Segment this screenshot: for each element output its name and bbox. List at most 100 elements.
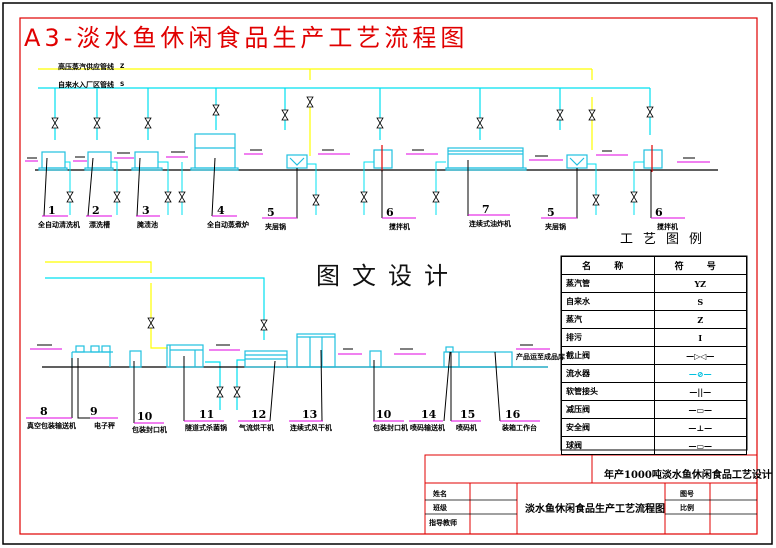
equipment-name: 连续式风干机 xyxy=(290,424,332,432)
equipment-name: 气流烘干机 xyxy=(239,424,274,432)
equipment-name: 夹层锅 xyxy=(265,223,286,231)
equipment-name: 包装封口机 xyxy=(132,426,167,434)
equipment-number: 11 xyxy=(199,408,215,421)
ball-valve-symbol-icon: —▭— xyxy=(653,436,747,455)
equipment-name: 漂洗槽 xyxy=(89,221,110,229)
equipment-number: 6 xyxy=(655,206,663,219)
legend-name: 软管接头 xyxy=(561,382,655,401)
equipment-number: 3 xyxy=(142,204,150,217)
legend-row: 安全阀—⊥— xyxy=(561,418,747,437)
product-destination-label: 产品运至成品库 xyxy=(516,353,565,361)
legend-name: 蒸汽管 xyxy=(561,274,655,293)
legend-name: 安全阀 xyxy=(561,418,655,437)
legend-name: 排污 xyxy=(561,328,655,347)
label-underlines-row2 xyxy=(26,348,550,424)
equipment-number: 2 xyxy=(92,204,100,217)
pipe-legend-water-label: 自来水入厂区管线 xyxy=(58,81,114,89)
legend-symbol: I xyxy=(653,328,747,347)
equipment-number: 10 xyxy=(137,410,153,423)
legend-header-symbol: 符 号 xyxy=(653,256,747,275)
pipe-legend-water-code: S xyxy=(120,81,125,88)
title-block-label-advisor: 指导教师 xyxy=(429,519,457,527)
valve-icons-row1 xyxy=(51,96,654,206)
equipment-name: 隧道式杀菌锅 xyxy=(185,424,227,432)
legend-header-name: 名 称 xyxy=(561,256,655,275)
legend-row: 减压阀—▭— xyxy=(561,400,747,419)
equipment-number: 6 xyxy=(386,206,394,219)
legend-name: 球阀 xyxy=(561,436,655,455)
equipment-name: 全自动清洗机 xyxy=(38,221,80,229)
legend-name: 蒸汽 xyxy=(561,310,655,329)
legend-name: 减压阀 xyxy=(561,400,655,419)
equipment-number: 9 xyxy=(90,405,98,418)
title-block-inner xyxy=(425,499,757,515)
drawing-name: 淡水鱼休闲食品生产工艺流程图 xyxy=(525,504,665,515)
legend-row: 流水器—⊘— xyxy=(561,364,747,383)
pipe-legend-steam-label: 高压蒸汽供应管线 xyxy=(58,63,114,71)
equipment-number: 4 xyxy=(217,204,225,217)
equipment-name: 全自动蒸煮炉 xyxy=(207,221,249,229)
spec-lines-row2 xyxy=(37,344,533,350)
legend-symbol: YZ xyxy=(653,274,747,293)
equipment-row2 xyxy=(71,333,513,368)
pressure-reducing-valve-symbol-icon: —▭— xyxy=(653,400,747,419)
equipment-number: 1 xyxy=(48,204,56,217)
equipment-name: 搅拌机 xyxy=(389,223,410,231)
title-block-label-scale: 比例 xyxy=(680,504,694,512)
title-block-label-drawing-no: 图号 xyxy=(680,490,694,498)
legend-name: 自来水 xyxy=(561,292,655,311)
drawing-title: A3-淡水鱼休闲食品生产工艺流程图 xyxy=(24,24,469,52)
legend-name: 流水器 xyxy=(561,364,655,383)
equipment-name: 真空包装输送机 xyxy=(27,422,76,430)
equipment-name: 包装封口机 xyxy=(373,424,408,432)
steam-pipe-row2 xyxy=(45,261,168,349)
equipment-number: 14 xyxy=(421,408,437,421)
equipment-number: 7 xyxy=(482,203,490,216)
equipment-row1 xyxy=(38,133,663,171)
equipment-number: 15 xyxy=(460,408,476,421)
pipe-legend-steam-code: Z xyxy=(120,63,125,70)
drawing-border xyxy=(19,17,758,535)
equipment-number: 13 xyxy=(302,408,318,421)
equipment-number: 12 xyxy=(251,408,267,421)
legend-header-row: 名 称 符 号 xyxy=(561,256,747,275)
title-block-label-name: 姓名 xyxy=(433,490,447,498)
equipment-number: 5 xyxy=(267,206,275,219)
equipment-name: 装箱工作台 xyxy=(502,424,537,432)
title-block-label-class: 班级 xyxy=(433,504,447,512)
legend-title: 工艺图例 xyxy=(620,232,713,247)
equipment-name: 连续式油炸机 xyxy=(469,220,511,228)
equipment-number: 8 xyxy=(40,405,48,418)
project-title: 年产1000吨淡水鱼休闲食品工艺设计 xyxy=(604,470,772,481)
legend-row: 截止阀—▷◁— xyxy=(561,346,747,365)
legend-symbol: S xyxy=(653,292,747,311)
legend-row: 球阀—▭— xyxy=(561,436,747,455)
flow-meter-symbol-icon: —⊘— xyxy=(653,364,747,383)
equipment-name: 腌渍池 xyxy=(137,221,158,229)
globe-valve-symbol-icon: —▷◁— xyxy=(653,346,747,365)
safety-valve-symbol-icon: —⊥— xyxy=(653,418,747,437)
equipment-name: 搅拌机 xyxy=(657,223,678,231)
legend-row: 软管接头—||— xyxy=(561,382,747,401)
equipment-number: 16 xyxy=(505,408,521,421)
equipment-number: 10 xyxy=(376,408,392,421)
label-underlines-row1 xyxy=(25,153,710,219)
water-header-pipe xyxy=(38,87,651,140)
equipment-name: 喷码输送机 xyxy=(410,424,445,432)
hose-joint-symbol-icon: —||— xyxy=(653,382,747,401)
spec-lines-row1 xyxy=(27,149,695,159)
equipment-name: 喷码机 xyxy=(456,424,477,432)
valve-icons-row2 xyxy=(147,317,268,398)
leader-lines-row2 xyxy=(71,349,501,423)
equipment-name: 夹层锅 xyxy=(545,223,566,231)
watermark-text: 图文设计 xyxy=(316,262,460,290)
title-block xyxy=(424,454,758,535)
legend-symbol: Z xyxy=(653,310,747,329)
